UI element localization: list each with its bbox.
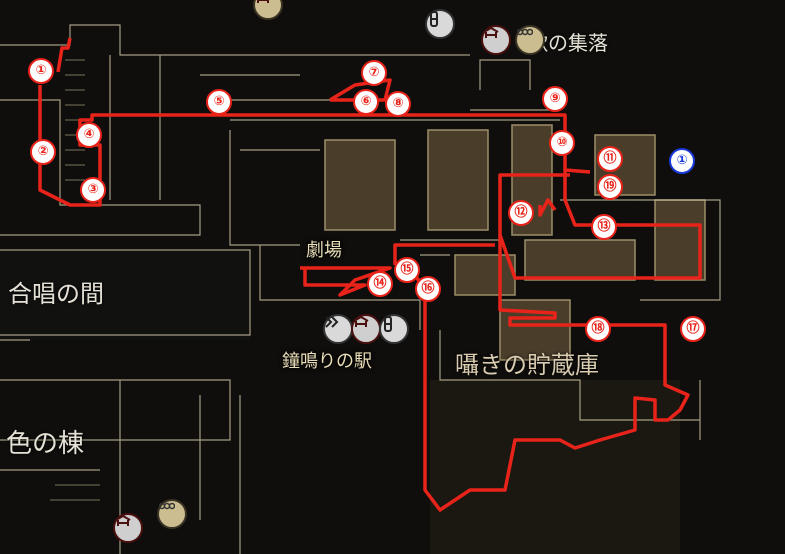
route-marker-18: ⑱ [585,316,611,342]
route-segment-1 [56,37,72,73]
route-marker-15: ⑮ [394,257,420,283]
route-marker-12: ⑫ [508,200,534,226]
route-marker-3: ③ [80,177,106,203]
route-marker-16: ⑯ [415,276,441,302]
route-marker-10: ⑩ [549,130,575,156]
route-marker-17: ⑰ [680,316,706,342]
goal-marker: ① [669,148,695,174]
area-label-chorus-hall: 合唱の間 [8,280,104,308]
route-marker-9: ⑨ [542,86,568,112]
route-marker-13: ⑬ [591,214,617,240]
route-marker-1: ① [28,58,54,84]
shrine-icon[interactable] [113,513,143,543]
route-marker-14: ⑭ [367,271,393,297]
lantern-icon[interactable] [425,9,455,39]
shrine-icon[interactable] [351,314,381,344]
area-label-color-wing: 色の棟 [6,429,85,459]
route-segment-4 [399,170,702,512]
shrine-icon[interactable] [253,0,283,20]
route-marker-2: ② [30,139,56,165]
route-marker-4: ④ [76,122,102,148]
route-marker-6: ⑥ [353,89,379,115]
route-marker-5: ⑤ [206,89,232,115]
route-marker-11: ⑪ [597,146,623,172]
area-label-theater: 劇場 [306,240,342,261]
route-segment-7 [538,198,557,217]
area-label-bell-station: 鐘鳴りの駅 [282,351,372,372]
route-marker-7: ⑦ [361,60,387,86]
lantern-icon[interactable] [379,314,409,344]
area-label-whisper-storage: 囁きの貯蔵庫 [455,351,599,379]
route-marker-8: ⑧ [385,91,411,117]
save-point-icon[interactable] [515,25,545,55]
shrine-icon[interactable] [481,25,511,55]
route-segment-5 [393,243,495,265]
save-point-icon[interactable] [157,499,187,529]
route-segment-6 [300,266,392,297]
route-marker-19: ⑲ [597,174,623,200]
fast-travel-icon[interactable] [323,314,353,344]
